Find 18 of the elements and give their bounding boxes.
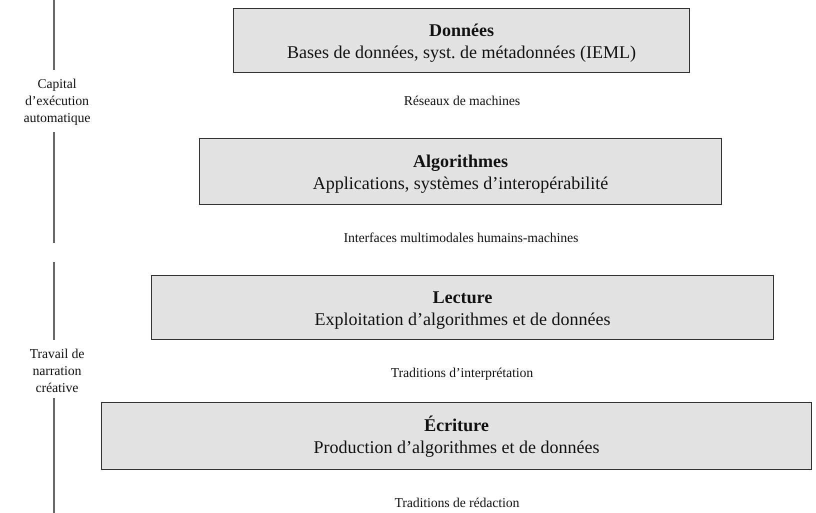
layer-description: Exploitation d’algorithmes et de données xyxy=(314,308,610,330)
layer-caption: Réseaux de machines xyxy=(402,92,522,109)
layer-title: Écriture xyxy=(424,414,489,436)
side-label: Travail de narration créative xyxy=(28,345,86,396)
layer-title: Lecture xyxy=(432,286,492,308)
layer-title: Algorithmes xyxy=(413,150,508,172)
layer-description: Bases de données, syst. de métadonnées (IEML) xyxy=(287,40,636,62)
layer-description: Production d’algorithmes et de données xyxy=(314,436,600,458)
layer-caption: Traditions d’interprétation xyxy=(390,364,534,381)
side-label: Capital d’exécution automatique xyxy=(22,75,92,126)
layer-box xyxy=(199,138,722,205)
layer-description: Applications, systèmes d’interopérabilité xyxy=(312,172,608,194)
layer-box xyxy=(233,8,690,73)
layer-caption: Interfaces multimodales humains-machines xyxy=(342,229,580,246)
layer-box xyxy=(151,275,774,340)
layer-box xyxy=(101,402,812,470)
layer-title: Données xyxy=(428,18,494,40)
layer-caption: Traditions de rédaction xyxy=(394,494,520,511)
